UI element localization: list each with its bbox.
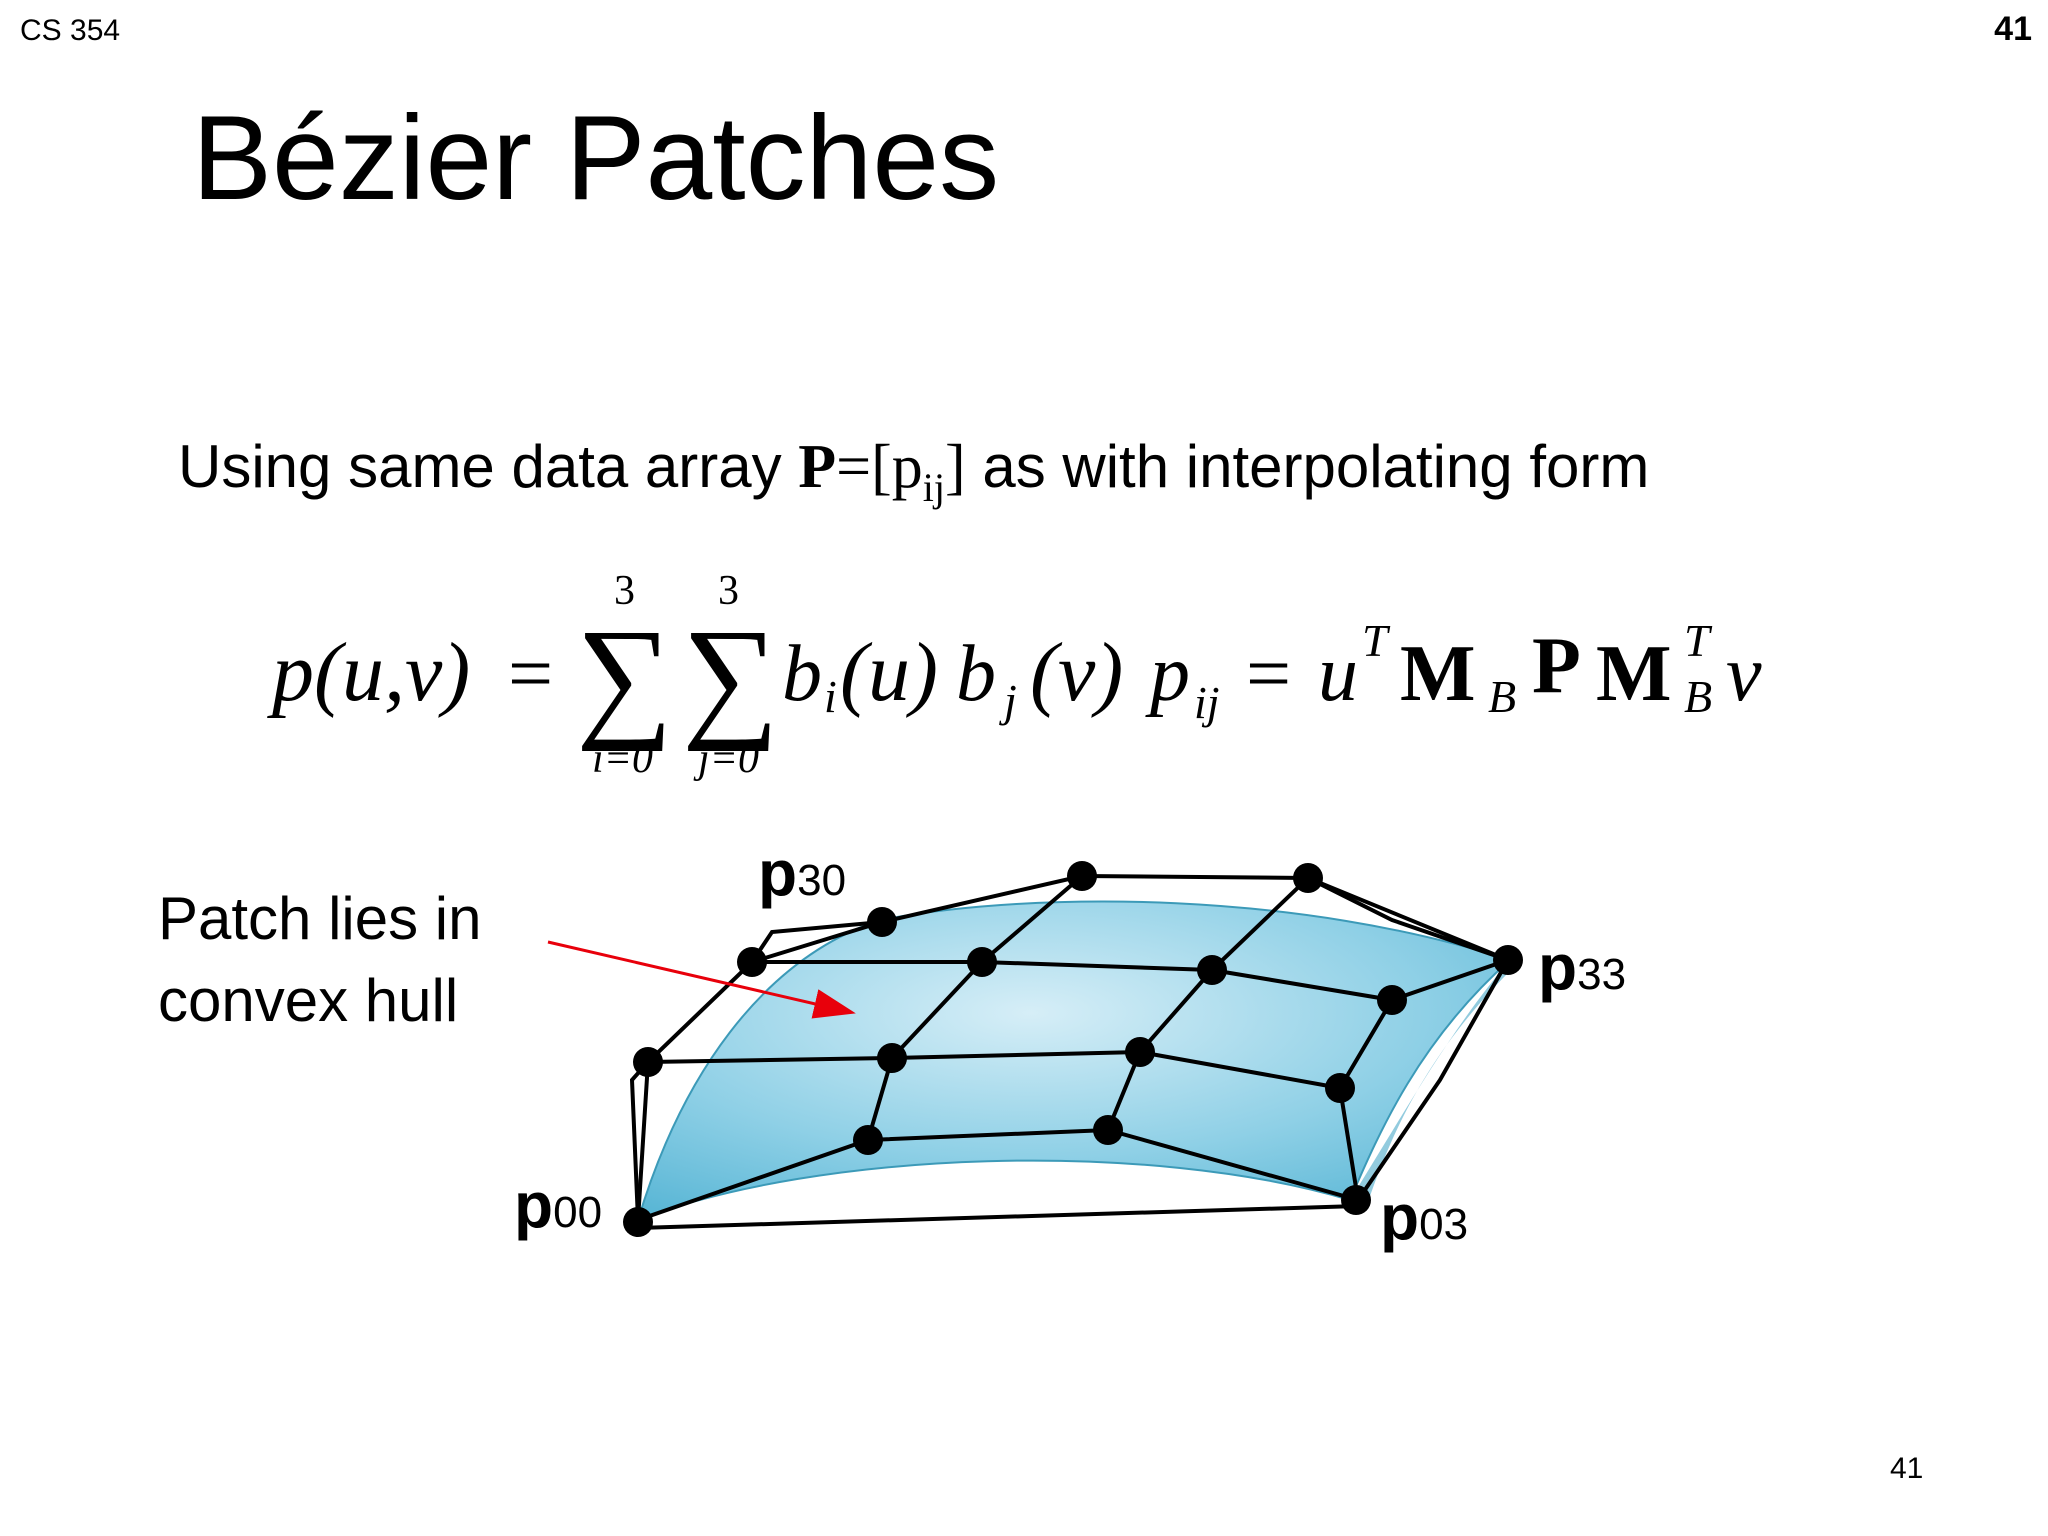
intro-text-after: as with interpolating form [965,433,1650,500]
formula-u: u [1318,630,1358,718]
control-points [623,861,1523,1237]
control-point-p31 [1067,861,1097,891]
formula-b-j-sub: j [999,675,1017,726]
caption-line-1: Patch lies in [158,885,482,952]
control-point-p30 [867,907,897,937]
formula-M-B: M [1400,630,1476,718]
intro-text-before: Using same data array [178,433,799,500]
formula-u-sup: T [1362,615,1391,666]
label-p03-index: 03 [1419,1200,1469,1249]
label-p03: p03 [1380,1180,1468,1254]
control-point-p11 [877,1043,907,1073]
sum-i-sigma: ∑ [576,602,673,752]
label-p33-letter: p [1538,931,1578,1003]
control-point-p02 [1093,1115,1123,1145]
page-number-bottom: 41 [1890,1452,1924,1485]
control-net [629,873,1510,1230]
formula-arg-v: (v) [1030,626,1123,719]
intro-subscript: ij [922,465,946,510]
control-point-p13 [1325,1073,1355,1103]
formula-M-B-T: M [1596,630,1672,718]
convex-hull-arrow [547,940,856,1019]
sum-i-upper: 3 [614,568,635,614]
convex-hull-caption: Patch lies in convex hull [158,878,482,1042]
control-point-p00 [623,1207,653,1237]
control-point-p23 [1377,985,1407,1015]
control-point-p03 [1341,1185,1371,1215]
slide-title: Bézier Patches [192,91,1000,225]
label-p30-letter: p [758,837,798,909]
course-label: CS 354 [20,14,121,47]
control-point-p32 [1293,863,1323,893]
label-p33: p33 [1538,930,1626,1004]
formula-lhs: p(u,v) [267,626,470,719]
formula-equals-1: = [508,630,553,718]
intro-equals: =[p [836,433,923,501]
control-point-p33 [1493,945,1523,975]
control-point-p01 [853,1125,883,1155]
formula-equals-2: = [1246,630,1291,718]
formula-M-B-T-sub: B [1684,671,1712,722]
label-p03-letter: p [1380,1181,1420,1253]
caption-line-2: convex hull [158,967,459,1034]
formula-M-B-sub: B [1488,671,1516,722]
control-point-p20 [737,947,767,977]
formula-p: p [1145,630,1190,718]
formula-b-i: b [782,630,822,718]
label-p30: p30 [758,836,846,910]
formula-M-B-T-sup: T [1684,615,1713,666]
formula-b-j: b [956,630,996,718]
control-point-p21 [967,947,997,977]
formula-v: v [1726,630,1762,718]
intro-matrix-name: P [798,433,837,501]
sum-i-lower: i=0 [592,736,653,782]
label-p00-index: 00 [553,1188,603,1237]
label-p30-index: 30 [797,856,847,905]
intro-sentence: Using same data array P=[pij] as with in… [178,432,1649,511]
formula-P: P [1532,622,1581,710]
label-p33-index: 33 [1577,950,1627,999]
sum-j-sigma: ∑ [682,602,779,752]
label-p00-letter: p [514,1169,554,1241]
bezier-formula: p(u,v) = 3 ∑ i=0 3 ∑ j=0 b i (u) b j (v)… [267,568,1762,782]
formula-arg-u: (u) [840,626,938,719]
label-p00: p00 [514,1168,602,1242]
control-point-p10 [633,1047,663,1077]
intro-close: ] [945,433,966,501]
page-number-top: 41 [1994,10,2032,48]
sum-j-lower: j=0 [693,736,759,782]
control-point-p12 [1125,1037,1155,1067]
control-point-p22 [1197,955,1227,985]
formula-p-sub: ij [1194,677,1220,728]
sum-j-upper: 3 [718,568,739,614]
formula-b-i-sub: i [824,671,837,722]
